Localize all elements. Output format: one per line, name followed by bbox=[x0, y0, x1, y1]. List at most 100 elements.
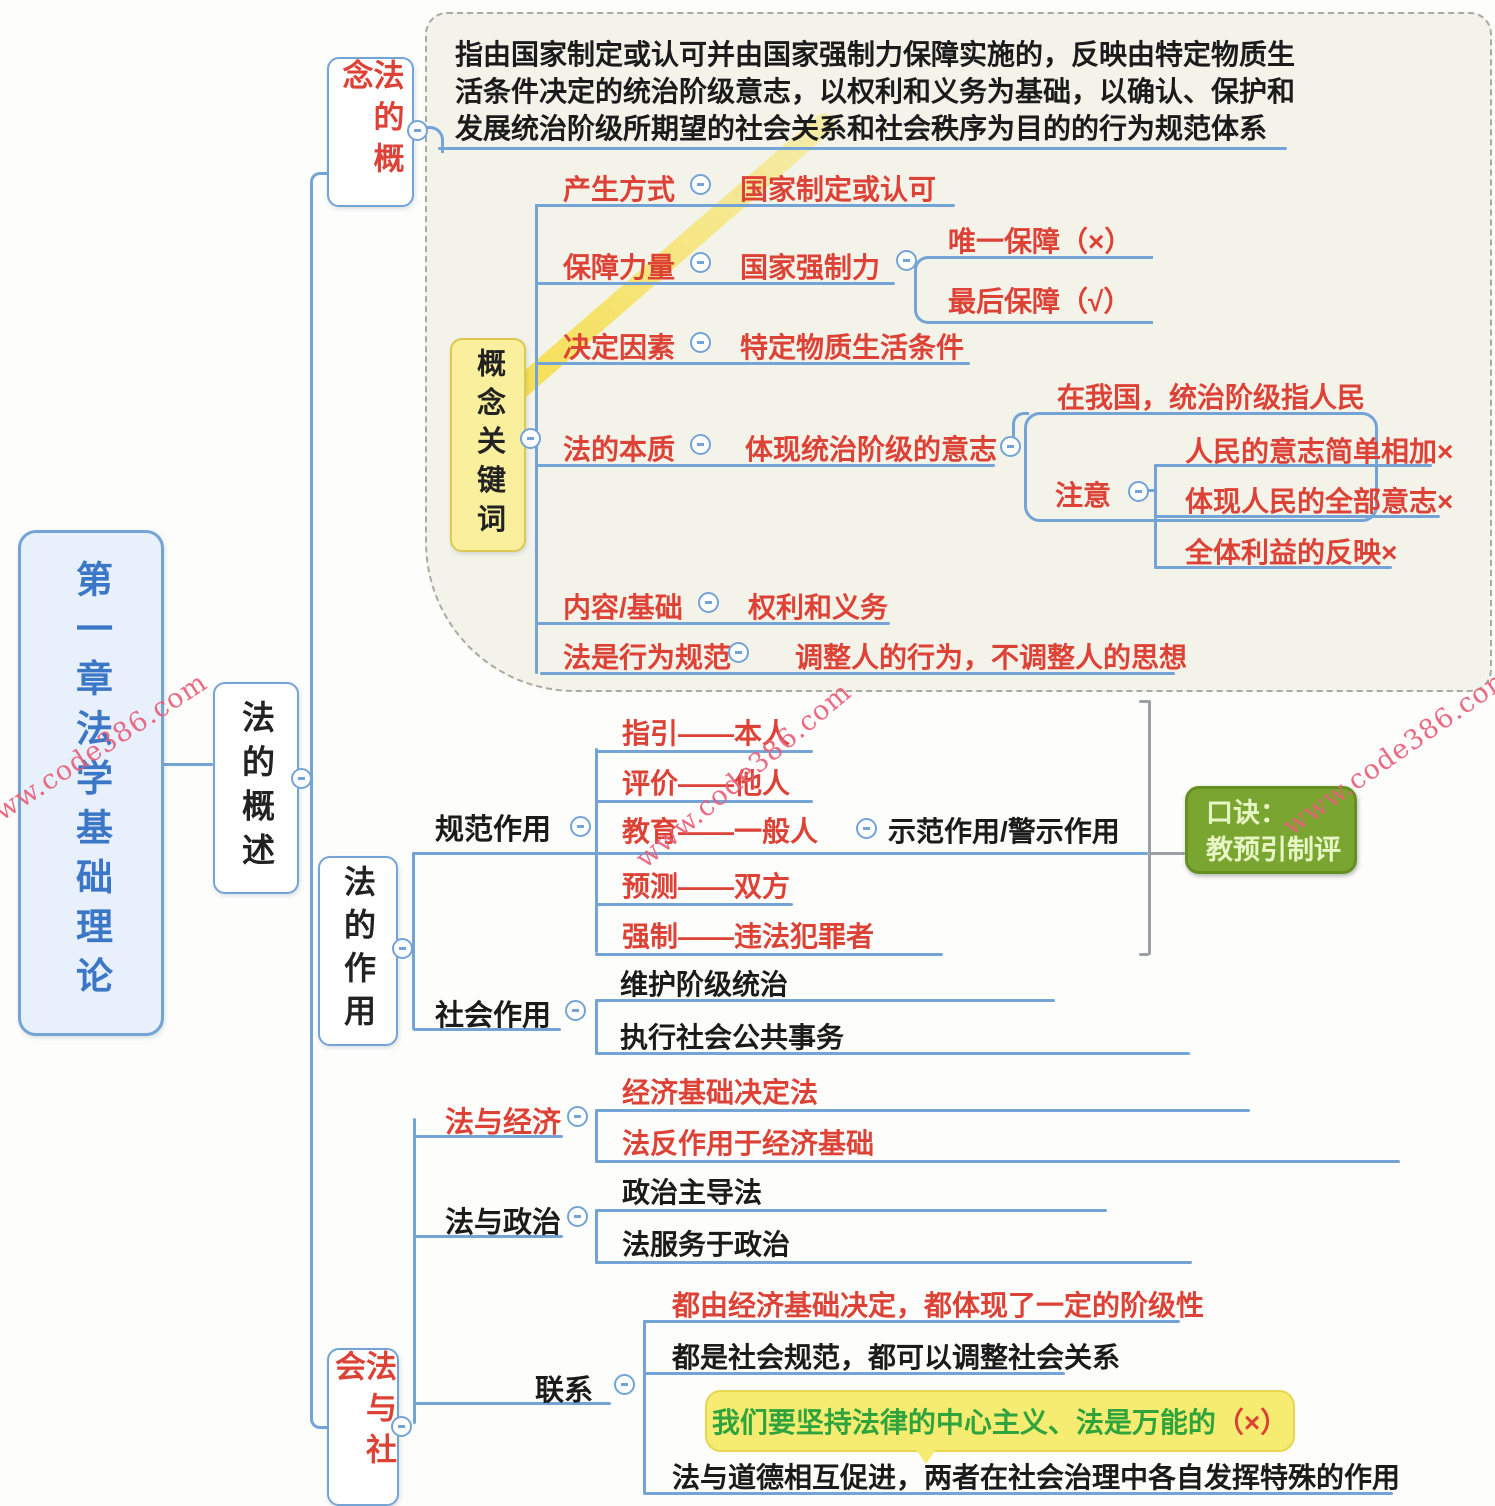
economy-item: 经济基础决定法 bbox=[622, 1077, 819, 1108]
mnemonic-box[interactable]: 口诀： 教预引制评 bbox=[1185, 786, 1357, 874]
social-label: 社会作用 bbox=[435, 1000, 552, 1032]
society-collapse-icon[interactable] bbox=[391, 1416, 412, 1437]
mnemonic-line1: 口诀： bbox=[1206, 798, 1287, 828]
economy-label: 法与经济 bbox=[445, 1107, 562, 1139]
caution-underline bbox=[1154, 464, 1432, 467]
row3-collapse-icon[interactable] bbox=[690, 434, 711, 455]
definition-line3: 发展统治阶级所期望的社会关系和社会秩序为目的的行为规范体系 bbox=[455, 113, 1268, 144]
economy-collapse-icon[interactable] bbox=[567, 1106, 588, 1127]
essence-elbow bbox=[1012, 412, 1029, 447]
normative-label: 规范作用 bbox=[435, 814, 552, 846]
row2-collapse-icon[interactable] bbox=[690, 332, 711, 353]
keyword-row-value: 调整人的行为，不调整人的思想 bbox=[795, 642, 1188, 673]
spine-top-elbow bbox=[310, 172, 331, 189]
overview-label: 法的概述 bbox=[237, 699, 275, 877]
social-collapse-icon[interactable] bbox=[565, 1000, 586, 1021]
row3-underline bbox=[535, 464, 995, 467]
note-stub-line bbox=[1144, 489, 1156, 492]
mnemonic-stub-line bbox=[1148, 852, 1185, 855]
relation-item: 都由经济基础决定，都体现了一定的阶级性 bbox=[672, 1290, 1205, 1321]
row1-underline bbox=[535, 282, 895, 285]
definition-line1: 指由国家制定或认可并由国家强制力保障实施的，反映由特定物质生 bbox=[455, 39, 1296, 70]
definition-elbow bbox=[423, 126, 444, 153]
concept-label: 法的概念 bbox=[337, 59, 404, 184]
politics-children-trunk bbox=[595, 1209, 598, 1264]
function-collapse-icon[interactable] bbox=[392, 938, 413, 959]
keyword-row-value: 体现统治阶级的意志 bbox=[745, 434, 998, 465]
normative-collapse-icon[interactable] bbox=[570, 816, 591, 837]
normative-bracket-hook bbox=[1139, 700, 1149, 703]
guarantee-bracket bbox=[914, 256, 1153, 324]
spine-bottom-elbow bbox=[310, 1412, 331, 1429]
normative-children-trunk bbox=[595, 748, 598, 953]
row0-collapse-icon[interactable] bbox=[690, 174, 711, 195]
row4-underline bbox=[535, 622, 890, 625]
concept-collapse-icon[interactable] bbox=[407, 120, 428, 141]
relation-item-underline bbox=[643, 1320, 1180, 1323]
keyword-row-label: 内容/基础 bbox=[563, 592, 683, 623]
normative-underline bbox=[595, 800, 813, 803]
keyword-row-value: 特定物质生活条件 bbox=[740, 332, 965, 363]
concept-node[interactable]: 法的概念 bbox=[327, 57, 414, 207]
row1-collapse-icon[interactable] bbox=[690, 252, 711, 273]
normative-item: 预测——双方 bbox=[622, 871, 791, 902]
guarantee-collapse-icon[interactable] bbox=[896, 250, 917, 271]
overview-collapse-icon[interactable] bbox=[291, 768, 312, 789]
root-connector-line bbox=[158, 763, 213, 766]
keyword-row-value: 国家强制力 bbox=[740, 252, 881, 283]
caution-item: 体现人民的全部意志× bbox=[1185, 486, 1454, 517]
economy-item-underline bbox=[595, 1160, 1400, 1163]
row4-collapse-icon[interactable] bbox=[698, 592, 719, 613]
relation-collapse-icon[interactable] bbox=[614, 1374, 635, 1395]
keyword-row-label: 保障力量 bbox=[563, 252, 676, 283]
normative-item: 强制——违法犯罪者 bbox=[622, 921, 875, 952]
bubble-tail bbox=[915, 1448, 937, 1464]
normative-bracket bbox=[1148, 700, 1151, 955]
concept-definition-region bbox=[425, 12, 1492, 692]
relation-moral: 法与道德相互促进，两者在社会治理中各自发挥特殊的作用 bbox=[672, 1462, 1401, 1493]
education-collapse-icon[interactable] bbox=[856, 818, 877, 839]
overview-node[interactable]: 法的概述 bbox=[213, 682, 299, 894]
social-underline bbox=[413, 1028, 561, 1031]
caution-underline bbox=[1154, 566, 1392, 569]
essence-collapse-icon[interactable] bbox=[1000, 436, 1021, 457]
keyword-row-value: 权利和义务 bbox=[748, 592, 889, 623]
root-title: 第一章法学基础理论 bbox=[70, 559, 112, 1007]
politics-collapse-icon[interactable] bbox=[567, 1206, 588, 1227]
guarantee-child: 唯一保障（×） bbox=[948, 226, 1133, 257]
row5-collapse-icon[interactable] bbox=[728, 642, 749, 663]
normative-item: 评价——他人 bbox=[622, 768, 791, 799]
social-item-underline bbox=[595, 1052, 1190, 1055]
normative-underline bbox=[595, 953, 943, 956]
caution-underline bbox=[1154, 515, 1440, 518]
social-item-underline bbox=[595, 999, 1055, 1002]
guarantee-child: 最后保障（√） bbox=[948, 286, 1132, 317]
keyword-row-label: 决定因素 bbox=[563, 332, 676, 363]
keywords-collapse-icon[interactable] bbox=[520, 428, 541, 449]
caution-item: 全体利益的反映× bbox=[1185, 537, 1398, 568]
social-children-trunk bbox=[595, 999, 598, 1055]
normative-item: 教育——一般人 bbox=[622, 816, 819, 847]
keyword-row-label: 产生方式 bbox=[563, 174, 676, 205]
relation-underline bbox=[413, 1402, 611, 1405]
normative-underline bbox=[595, 903, 793, 906]
note-collapse-icon[interactable] bbox=[1128, 481, 1149, 502]
function-node[interactable]: 法的作用 bbox=[318, 856, 398, 1046]
society-node[interactable]: 法与社会 bbox=[327, 1348, 399, 1506]
china-note: 在我国，统治阶级指人民 bbox=[1057, 382, 1366, 413]
caution-item: 人民的意志简单相加× bbox=[1185, 436, 1454, 467]
politics-underline bbox=[413, 1235, 563, 1238]
keywords-node[interactable]: 概念关键词 bbox=[450, 338, 526, 552]
economy-item: 法反作用于经济基础 bbox=[622, 1128, 875, 1159]
education-note: 示范作用/警示作用 bbox=[888, 816, 1120, 847]
function-trunk-line bbox=[412, 852, 415, 1030]
row2-underline bbox=[535, 362, 970, 365]
root-node[interactable]: 第一章法学基础理论 bbox=[18, 530, 164, 1036]
relation-children-trunk bbox=[643, 1320, 646, 1494]
relation-item: 都是社会规范，都可以调整社会关系 bbox=[672, 1342, 1121, 1373]
definition-text: 指由国家制定或认可并由国家强制力保障实施的，反映由特定物质生 活条件决定的统治阶… bbox=[455, 36, 1295, 147]
social-item: 执行社会公共事务 bbox=[620, 1022, 845, 1053]
social-item: 维护阶级统治 bbox=[620, 969, 789, 1000]
relation-bubble[interactable]: 我们要坚持法律的中心主义、法是万能的 （×） bbox=[705, 1390, 1295, 1452]
